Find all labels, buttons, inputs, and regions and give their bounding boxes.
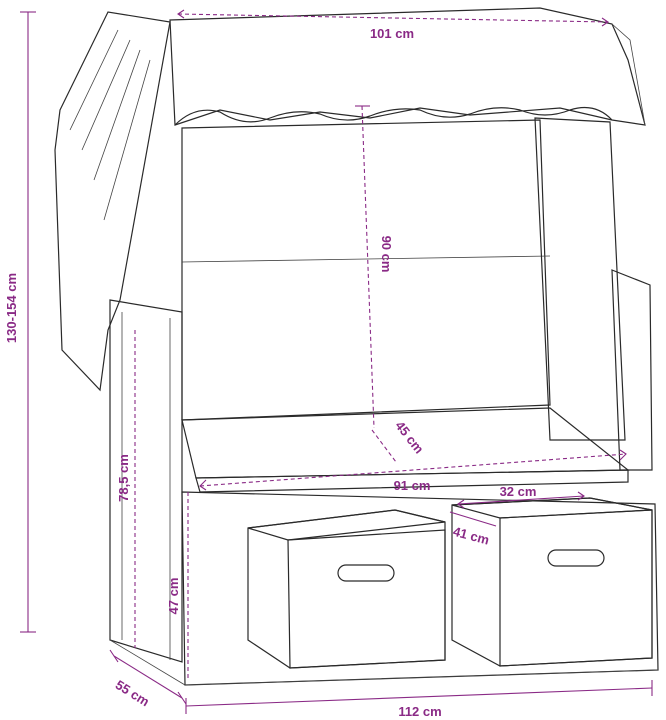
base-front-panel [181,491,659,686]
dimension-lines [20,9,653,714]
right-footrest [451,497,653,667]
label-total-width: 112 cm [398,704,441,719]
beach-chair-illustration [54,7,659,686]
backrest-panel [181,119,551,421]
left-side-wing [54,11,171,392]
right-arm-post [611,269,653,471]
label-seat-height: 47 cm [166,578,181,615]
label-canopy-width: 101 cm [370,26,414,41]
left-footrest [247,509,446,669]
label-total-height: 130-154 cm [4,273,19,343]
label-footrest-depth: 41 cm [451,524,491,548]
right-side-wall [534,117,626,441]
label-footrest-width: 32 cm [500,484,537,499]
label-seat-depth: 45 cm [392,418,427,456]
label-base-depth: 55 cm [113,677,152,709]
label-backrest-height: 90 cm [379,236,394,273]
label-armrest-height: 78,5 cm [116,454,131,502]
canopy-valance [174,107,613,126]
left-front-post [109,299,183,663]
canopy-hood [169,7,646,126]
label-seat-width: 91 cm [394,478,431,493]
